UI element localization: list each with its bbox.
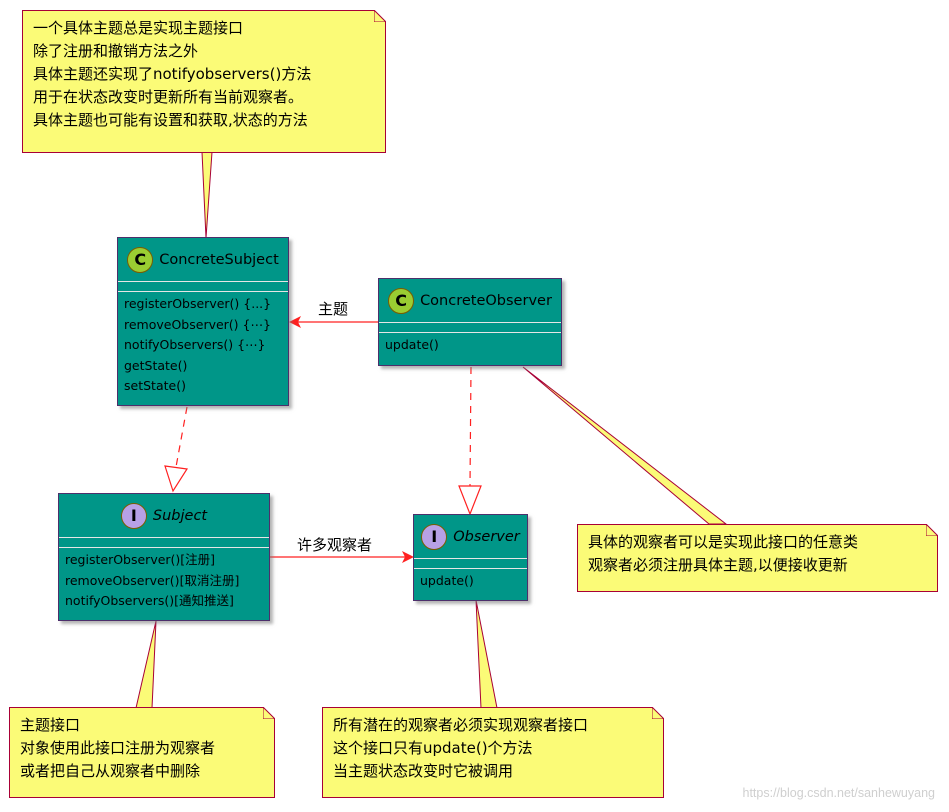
method-list: registerObserver() {...} removeObserver(… (118, 291, 288, 399)
interface-subject[interactable]: I Subject registerObserver()[注册] removeO… (58, 493, 270, 621)
note-fold-corner (374, 10, 386, 22)
attribute-divider (379, 322, 561, 332)
note-observer: 所有潜在的观察者必须实现观察者接口 这个接口只有update()个方法 当主题状… (322, 707, 664, 798)
note-line: 所有潜在的观察者必须实现观察者接口 (333, 716, 589, 734)
method-list: update() (379, 332, 561, 358)
note-subject: 主题接口 对象使用此接口注册为观察者 或者把自己从观察者中删除 (9, 707, 275, 798)
method-item: update() (420, 573, 474, 588)
note-line: 一个具体主题总是实现主题接口 (33, 19, 244, 37)
note-line: 观察者必须注册具体主题,以便接收更新 (588, 556, 848, 574)
interface-name: Observer (453, 528, 520, 545)
note-tail-concrete-observer (522, 366, 728, 525)
note-line: 当主题状态改变时它被调用 (333, 762, 514, 780)
interface-stereotype-icon: I (421, 523, 448, 550)
realization-line-observer (469, 366, 472, 487)
interface-observer[interactable]: I Observer update() (413, 514, 528, 601)
realization-arrowhead-observer (458, 485, 482, 516)
note-line: 具体主题也可能有设置和获取,状态的方法 (33, 111, 308, 129)
note-fold-corner (926, 524, 938, 536)
interface-name: Subject (152, 507, 208, 524)
class-concrete-subject[interactable]: C ConcreteSubject registerObserver() {..… (117, 237, 289, 406)
class-stereotype-icon: C (127, 246, 154, 273)
note-line: 用于在状态改变时更新所有当前观察者。 (33, 88, 304, 106)
attribute-divider (414, 558, 527, 568)
note-fold-corner (652, 707, 664, 719)
association-label-subject: 主题 (318, 300, 349, 318)
attribute-divider (118, 281, 288, 291)
note-tail-subject (135, 620, 157, 709)
association-arrowhead-subject (289, 316, 301, 328)
note-tail-observer (475, 599, 498, 709)
class-header: I Subject (59, 494, 269, 537)
class-concrete-observer[interactable]: C ConcreteObserver update() (378, 278, 562, 366)
note-line: 具体主题还实现了notifyobservers()方法 (33, 65, 312, 83)
class-header: I Observer (414, 515, 527, 558)
association-label-observers: 许多观察者 (297, 536, 373, 554)
method-item: removeObserver()[取消注册] (65, 572, 240, 588)
note-concrete-observer: 具体的观察者可以是实现此接口的任意类 观察者必须注册具体主题,以便接收更新 (577, 524, 938, 592)
note-fold-corner (263, 707, 275, 719)
note-tail-concrete-subject (201, 151, 213, 239)
method-item: update() (385, 337, 439, 352)
method-item: notifyObservers()[通知推送] (65, 593, 234, 608)
note-line: 主题接口 (20, 716, 81, 734)
method-item: notifyObservers() {⋯} (124, 337, 266, 352)
realization-arrowhead-subject (164, 465, 189, 493)
method-item: removeObserver() {⋯} (124, 316, 271, 332)
method-list: registerObserver()[注册] removeObserver()[… (59, 547, 269, 614)
watermark: https://blog.csdn.net/sanhewuyang (742, 786, 936, 800)
realization-line-subject (175, 406, 188, 468)
note-line: 除了注册和撤销方法之外 (33, 42, 199, 60)
method-item: registerObserver() {...} (124, 296, 272, 311)
method-item: getState() (124, 357, 188, 373)
class-header: C ConcreteSubject (118, 238, 288, 281)
class-header: C ConcreteObserver (379, 279, 561, 322)
method-list: update() (414, 568, 527, 594)
method-item: registerObserver()[注册] (65, 552, 216, 567)
note-line: 对象使用此接口注册为观察者 (20, 739, 216, 757)
note-line: 具体的观察者可以是实现此接口的任意类 (588, 533, 859, 551)
method-item: setState() (124, 378, 186, 393)
note-line: 这个接口只有update()个方法 (333, 739, 533, 757)
note-line: 或者把自己从观察者中删除 (20, 762, 201, 780)
attribute-divider (59, 537, 269, 547)
note-concrete-subject: 一个具体主题总是实现主题接口 除了注册和撤销方法之外 具体主题还实现了notif… (22, 10, 386, 153)
class-stereotype-icon: C (388, 287, 415, 314)
association-arrowhead-observers (402, 551, 414, 563)
class-name: ConcreteSubject (159, 251, 279, 268)
class-name: ConcreteObserver (420, 292, 552, 309)
interface-stereotype-icon: I (120, 502, 147, 529)
